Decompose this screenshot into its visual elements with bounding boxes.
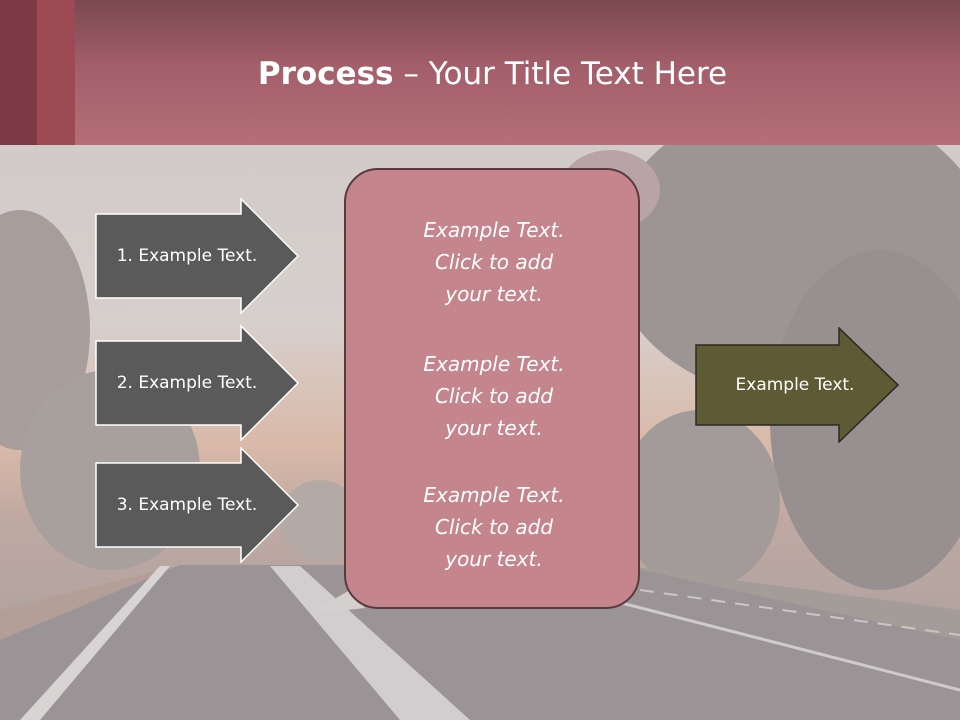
header-accent-strip [37,0,75,145]
block-line: Example Text. [423,218,565,242]
title-rest-text: – Your Title Text Here [393,56,728,92]
block-line: Click to add [434,515,554,539]
slide-title[interactable]: Process – Your Title Text Here [0,52,960,96]
text-block-1: Example Text. Click to add your text. [346,214,642,310]
block-line: Example Text. [423,483,565,507]
right-arrow-label: Example Text. [735,375,855,395]
right-arrow[interactable]: Example Text. [695,327,899,443]
block-line: Click to add [434,384,554,408]
block-line: your text. [445,416,543,440]
left-arrow-label: 1. Example Text. [116,246,258,266]
left-arrow-2[interactable]: 2. Example Text. [95,325,299,441]
block-line: Click to add [434,250,554,274]
center-text-box[interactable]: Example Text. Click to add your text. Ex… [344,168,640,609]
header-accent-strip [0,0,37,145]
block-line: Example Text. [423,352,565,376]
left-arrow-1[interactable]: 1. Example Text. [95,198,299,314]
title-bar [0,0,960,145]
block-line: your text. [445,547,543,571]
block-line: your text. [445,282,543,306]
text-block-3: Example Text. Click to add your text. [346,479,642,575]
title-bold-text: Process [257,56,394,92]
left-arrow-label: 2. Example Text. [116,373,258,393]
text-block-2: Example Text. Click to add your text. [346,348,642,444]
left-arrow-label: 3. Example Text. [116,495,258,515]
left-arrow-3[interactable]: 3. Example Text. [95,447,299,563]
